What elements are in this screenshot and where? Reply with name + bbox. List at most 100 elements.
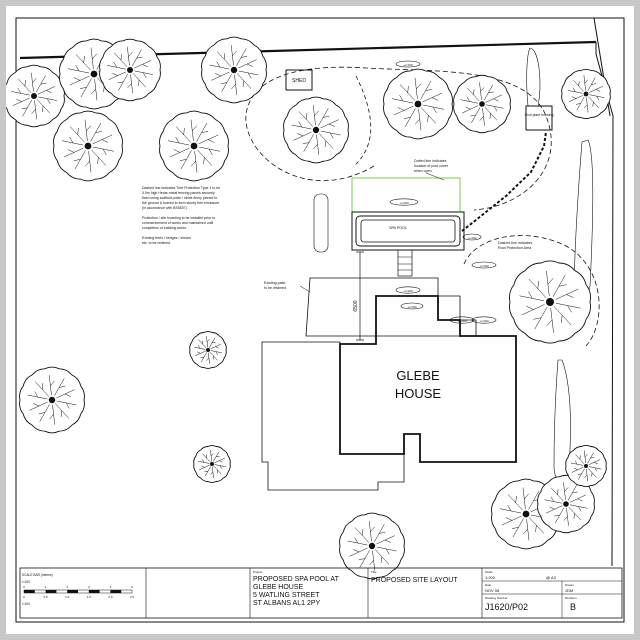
drawing-frame (15, 17, 625, 623)
svg-text:Existing patio: Existing patio (264, 281, 285, 285)
svg-text:2.5: 2.5 (130, 595, 135, 599)
service-route (461, 131, 547, 232)
site-plan-drawing: SHED Pool plant housing SPA POOL GLEBE H… (6, 17, 625, 623)
svg-text:commencement of works and main: commencement of works and maintained unt… (142, 221, 213, 225)
spa-pool-inner (360, 219, 456, 243)
tree-symbol (453, 74, 511, 134)
project-line: ST ALBANS AL1 2PY (253, 600, 321, 607)
paper-size: @ A3 (546, 575, 557, 580)
tree-symbol (565, 445, 607, 487)
house-name-line2: HOUSE (395, 386, 442, 401)
date-label: Date (485, 583, 492, 587)
level-label: +1.000 (399, 201, 409, 205)
date-value: NOV 08 (485, 588, 500, 593)
title-label: Title (371, 570, 377, 574)
note-root-protection: Dashed line indicates Root Protection Ar… (498, 241, 532, 250)
project-line: 5 WATLING STREET (253, 592, 320, 599)
svg-text:Protection / site hoarding to: Protection / site hoarding to be install… (142, 216, 215, 220)
svg-text:5: 5 (131, 585, 133, 589)
svg-text:etc. to be retained.: etc. to be retained. (142, 241, 171, 245)
project-line: PROPOSED SPA POOL AT (253, 576, 340, 583)
svg-text:3.0m high Heras metal fencing: 3.0m high Heras metal fencing panels sec… (142, 191, 215, 195)
svg-text:completion of building works.: completion of building works. (142, 226, 187, 230)
existing-patio (305, 277, 477, 337)
house-name-line1: GLEBE (396, 368, 440, 383)
shed-label: SHED (292, 78, 306, 84)
svg-text:Root Protection Area: Root Protection Area (498, 246, 531, 250)
svg-text:0: 0 (23, 595, 25, 599)
pool-steps (397, 249, 413, 277)
svg-text:4: 4 (110, 585, 112, 589)
hedge (313, 193, 329, 253)
level-markers: +1.000 +1.000 +1.000 +1.000 +1.000 +1.00… (389, 60, 497, 324)
drawn-value: JDM (565, 588, 573, 593)
scale-label: Scale (485, 570, 493, 574)
root-protection-area-arc-shed (353, 75, 372, 167)
tree-symbol (53, 110, 123, 182)
svg-text:1.0: 1.0 (65, 595, 70, 599)
project-label: Project (253, 570, 263, 574)
tree-symbol (537, 474, 595, 534)
tree-symbol (159, 110, 229, 182)
dimension-label: 6500 (353, 300, 359, 311)
drawing-sheet: SHED Pool plant housing SPA POOL GLEBE H… (6, 6, 634, 634)
level-label: +1.000 (403, 63, 413, 67)
svg-text:2: 2 (66, 585, 68, 589)
svg-text:0: 0 (23, 585, 25, 589)
level-label: +1.000 (457, 319, 467, 323)
svg-text:1:100: 1:100 (22, 602, 30, 606)
svg-text:Existing trees / hedges / shru: Existing trees / hedges / shrubs (142, 236, 191, 240)
shed (285, 69, 313, 91)
tree-symbol (339, 512, 405, 580)
svg-text:1.5: 1.5 (87, 595, 92, 599)
level-label: +1.000 (407, 305, 417, 309)
pool-plant-housing (525, 105, 553, 131)
root-protection-area-arc-north (245, 66, 552, 211)
drawn-label: Drawn (565, 583, 574, 587)
note-existing-patio: Existing patio to be retained (264, 281, 311, 293)
tree-symbol (6, 64, 65, 128)
drawing-title: PROPOSED SITE LAYOUT (371, 577, 458, 584)
spa-pool-outer (355, 215, 461, 247)
svg-text:(in accordance with BS5837).: (in accordance with BS5837). (142, 206, 188, 210)
level-label: +1.000 (479, 264, 489, 268)
scale-value: 1:200 (485, 575, 496, 580)
project-line: GLEBE HOUSE (253, 584, 304, 591)
pool-plant-label: Pool plant housing (525, 113, 554, 117)
scale-bar-ratio: 1:200 (22, 580, 30, 584)
svg-text:location of pool cover: location of pool cover (414, 164, 449, 168)
svg-text:Dashed line indicates Tree Pro: Dashed line indicates Tree Protection Ty… (142, 186, 220, 190)
level-label: +1.000 (479, 319, 489, 323)
revision-label: Revision (565, 596, 577, 600)
revision-value: B (570, 602, 576, 612)
svg-text:0.5: 0.5 (44, 595, 49, 599)
drawing-number: J1620/P02 (485, 602, 528, 612)
tree-symbol (99, 38, 161, 102)
root-protection-area-arc-east (463, 235, 600, 347)
scale-bar: 0 1 2 3 4 5 0 0.5 1.0 1.5 2.0 2.5 1:100 (22, 585, 134, 606)
tree-symbol (283, 96, 349, 164)
tree-symbol (19, 366, 85, 434)
note-tree-protection: Dashed line indicates Tree Protection Ty… (142, 186, 220, 245)
pool-surround (351, 211, 465, 251)
svg-text:when open: when open (414, 169, 432, 173)
svg-text:2.0: 2.0 (108, 595, 113, 599)
scale-bar-label: SCALE BAR (metres) (22, 573, 53, 577)
tree-symbol (193, 445, 231, 483)
tree-symbol (561, 68, 611, 120)
level-label: +1.000 (403, 289, 413, 293)
svg-text:3: 3 (88, 585, 90, 589)
svg-text:Dotted line indicates: Dotted line indicates (414, 159, 447, 163)
svg-text:to be retained: to be retained (264, 286, 286, 290)
tree-symbol (383, 68, 453, 140)
level-label: +1.000 (467, 236, 477, 240)
trees (6, 36, 611, 580)
svg-text:1: 1 (45, 585, 47, 589)
svg-text:the ground & braced to form st: the ground & braced to form sturdy tree … (142, 201, 219, 205)
drawing-number-label: Drawing Number (485, 596, 508, 600)
tree-symbol (509, 260, 591, 344)
house-west-wing (261, 341, 405, 491)
title-block: SCALE BAR (metres) 1:200 0 1 2 3 4 5 0 0… (19, 567, 623, 619)
tree-symbol (201, 36, 267, 104)
east-boundary (595, 42, 614, 567)
